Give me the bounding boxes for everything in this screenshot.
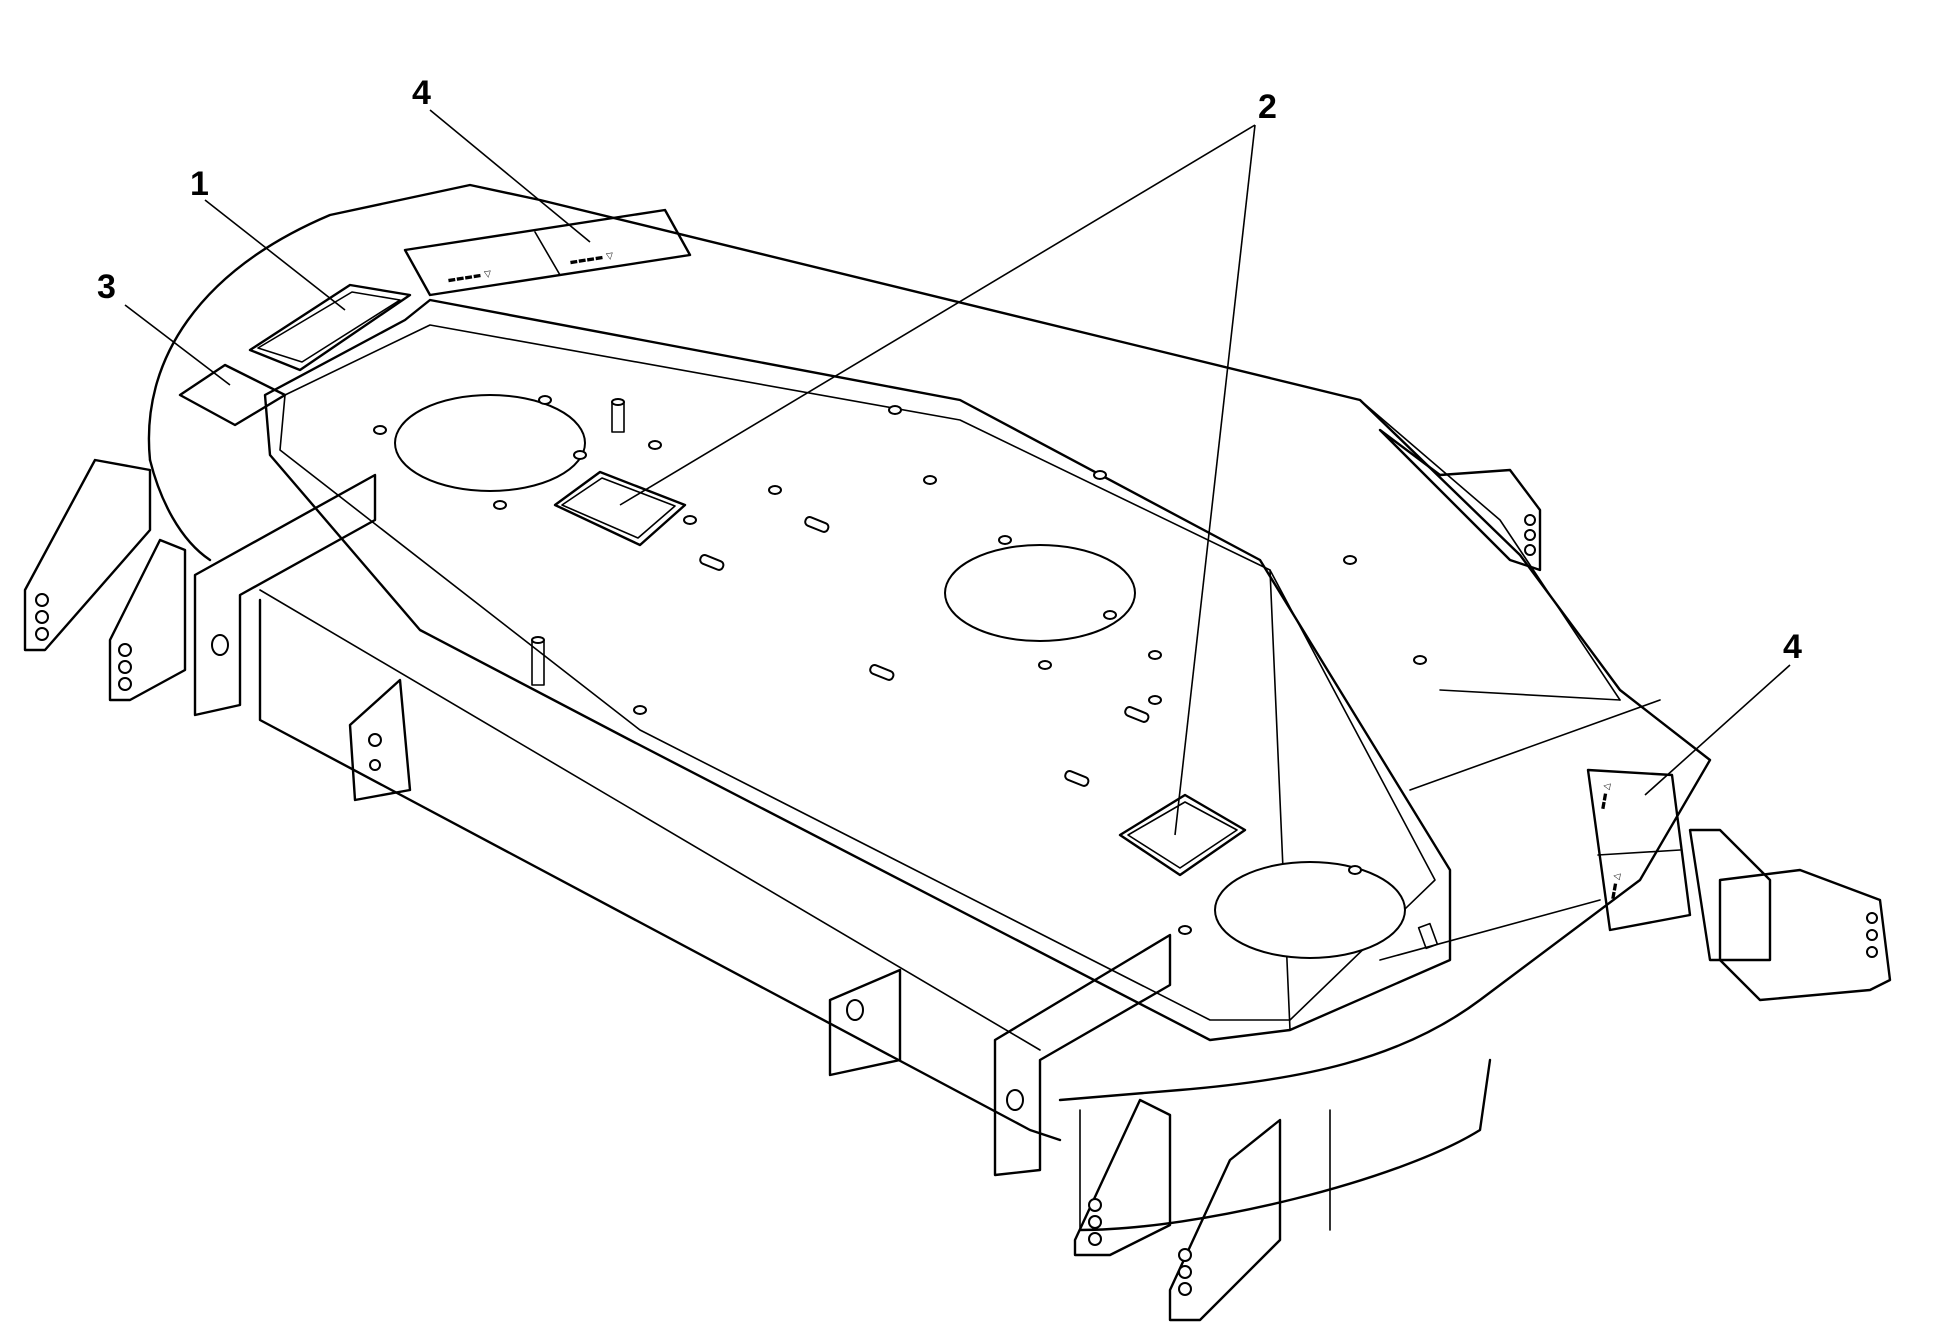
callout-3: 3 [97, 268, 116, 306]
decal-1 [248, 283, 412, 372]
locating-pins [531, 398, 1439, 950]
svg-text:▬▬▬▬ ▽: ▬▬▬▬ ▽ [447, 269, 492, 286]
svg-text:▬▬▬▬ ▽: ▬▬▬▬ ▽ [569, 251, 614, 268]
callout-leaders [124, 109, 1791, 836]
callout-2: 2 [1258, 88, 1277, 126]
leader-4a [429, 109, 591, 243]
right-brackets [1378, 428, 1892, 1002]
front-brackets [828, 933, 1282, 1322]
spindle-hole-left [394, 394, 586, 492]
spindle-openings [394, 394, 1406, 959]
decal-4-top: ▬▬▬▬ ▽ ▬▬▬▬ ▽ [403, 208, 692, 297]
callout-4-top: 4 [412, 74, 431, 112]
bolt-holes [373, 395, 1427, 935]
decal-4-right: ▬▬ △ ▬▬ △ [1586, 768, 1692, 932]
leader-4b [1644, 664, 1791, 796]
callout-labels: 1 2 3 4 4 [97, 74, 1802, 666]
svg-text:▬▬ △: ▬▬ △ [1598, 782, 1613, 810]
leader-1 [204, 199, 346, 311]
leader-2a [619, 124, 1256, 506]
spindle-hole-right [1214, 861, 1406, 959]
callout-4-right: 4 [1783, 628, 1802, 666]
leader-2b [1174, 124, 1256, 836]
decal-2-lower [1118, 793, 1247, 877]
leader-3 [124, 304, 231, 386]
spindle-hole-center [944, 544, 1136, 642]
svg-text:▬▬ △: ▬▬ △ [1608, 872, 1623, 900]
callout-1: 1 [190, 165, 209, 203]
deck-housing [147, 183, 1712, 1232]
decal-3 [178, 363, 287, 427]
decal-2-upper [553, 470, 687, 547]
left-brackets [23, 458, 412, 802]
